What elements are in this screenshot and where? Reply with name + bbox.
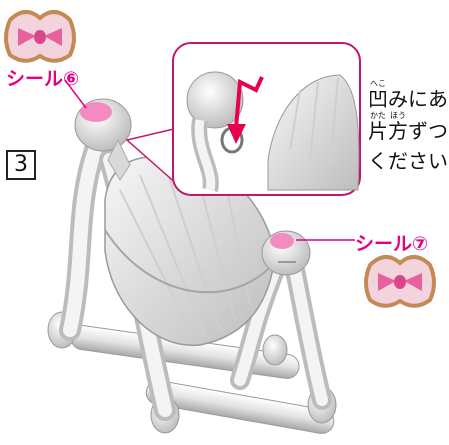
ribbon-sticker-7-icon	[364, 255, 436, 308]
sticker-7-placement	[270, 233, 294, 249]
instruction-line-1: 凹みにあ	[368, 87, 448, 111]
right-knob	[261, 230, 311, 276]
ruby-line2-b: ほう	[390, 111, 406, 120]
step-number: 3	[6, 150, 36, 180]
left-knob	[74, 98, 132, 181]
ribbon-sticker-6-icon	[4, 10, 76, 63]
sticker-6-label: シール⑥	[6, 68, 80, 90]
sticker-7-label: シール⑦	[355, 233, 429, 255]
callout-box	[172, 42, 361, 196]
leader-line-6	[64, 79, 87, 109]
down-arrow-icon	[234, 76, 264, 129]
arrow-head-icon	[227, 124, 246, 144]
instruction-line-2: 片方ずつ	[368, 119, 448, 143]
ruby-line1: へこ	[370, 80, 386, 88]
ruby-line2-a: かた	[370, 111, 386, 120]
sticker-6-placement	[80, 102, 112, 122]
instruction-line-3: ください	[368, 149, 448, 173]
instruction-block: へこ 凹みにあ かた ほう 片方ずつ ください	[368, 80, 449, 190]
